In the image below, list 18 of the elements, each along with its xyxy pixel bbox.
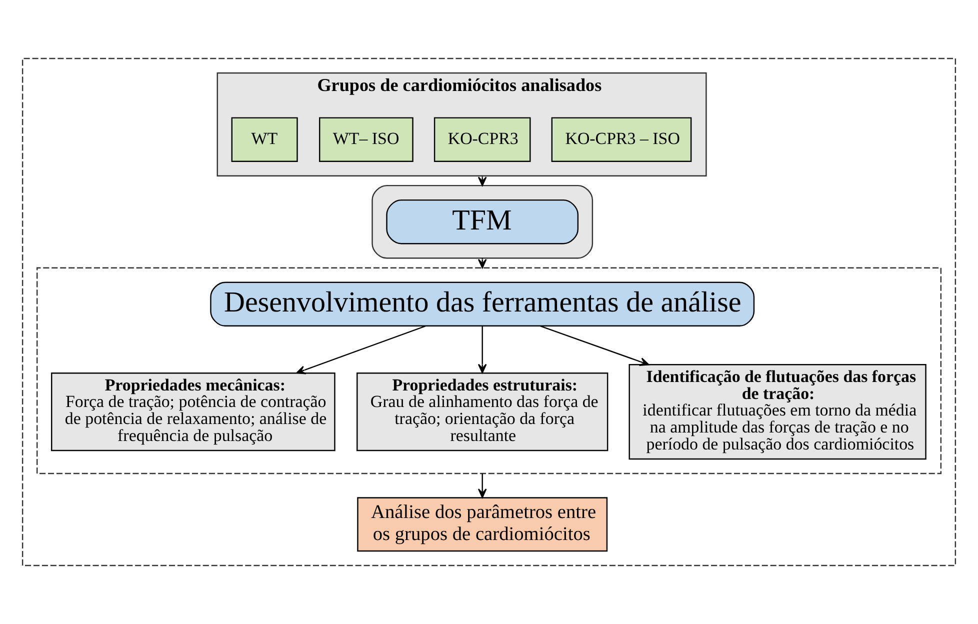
arrow bbox=[478, 176, 487, 186]
node-box: Identificação de flutuações das forças de tração: identificar flutuações em torno da média na amplitude das forças de tração e no período de pulsação dos cardiomiócitos bbox=[628, 364, 926, 460]
arrow bbox=[540, 325, 650, 366]
node-box: Propriedades estruturais: Grau de alinhamento das força de tração; orientação da força resultante bbox=[356, 372, 608, 452]
node-box: KO-CPR3 bbox=[434, 117, 531, 162]
node-box: Análise dos parâmetros entre os grupos de cardiomiócitos bbox=[357, 497, 608, 552]
arrow bbox=[478, 326, 487, 374]
arrow bbox=[296, 325, 426, 374]
arrow bbox=[478, 474, 487, 498]
node-box: Desenvolvimento das ferramentas de análise bbox=[210, 282, 755, 327]
cluster bbox=[36, 267, 942, 474]
node-box: WT bbox=[231, 117, 298, 162]
arrow bbox=[478, 258, 487, 268]
cluster bbox=[22, 58, 956, 566]
node-box: TFM bbox=[386, 199, 579, 244]
node-box: WT– ISO bbox=[319, 117, 414, 162]
node-box: KO-CPR3 – ISO bbox=[551, 117, 692, 162]
node-box: Propriedades mecânicas: Força de tração; potência de contração de potência de relaxamento; análise de frequência de pulsação bbox=[51, 372, 336, 452]
